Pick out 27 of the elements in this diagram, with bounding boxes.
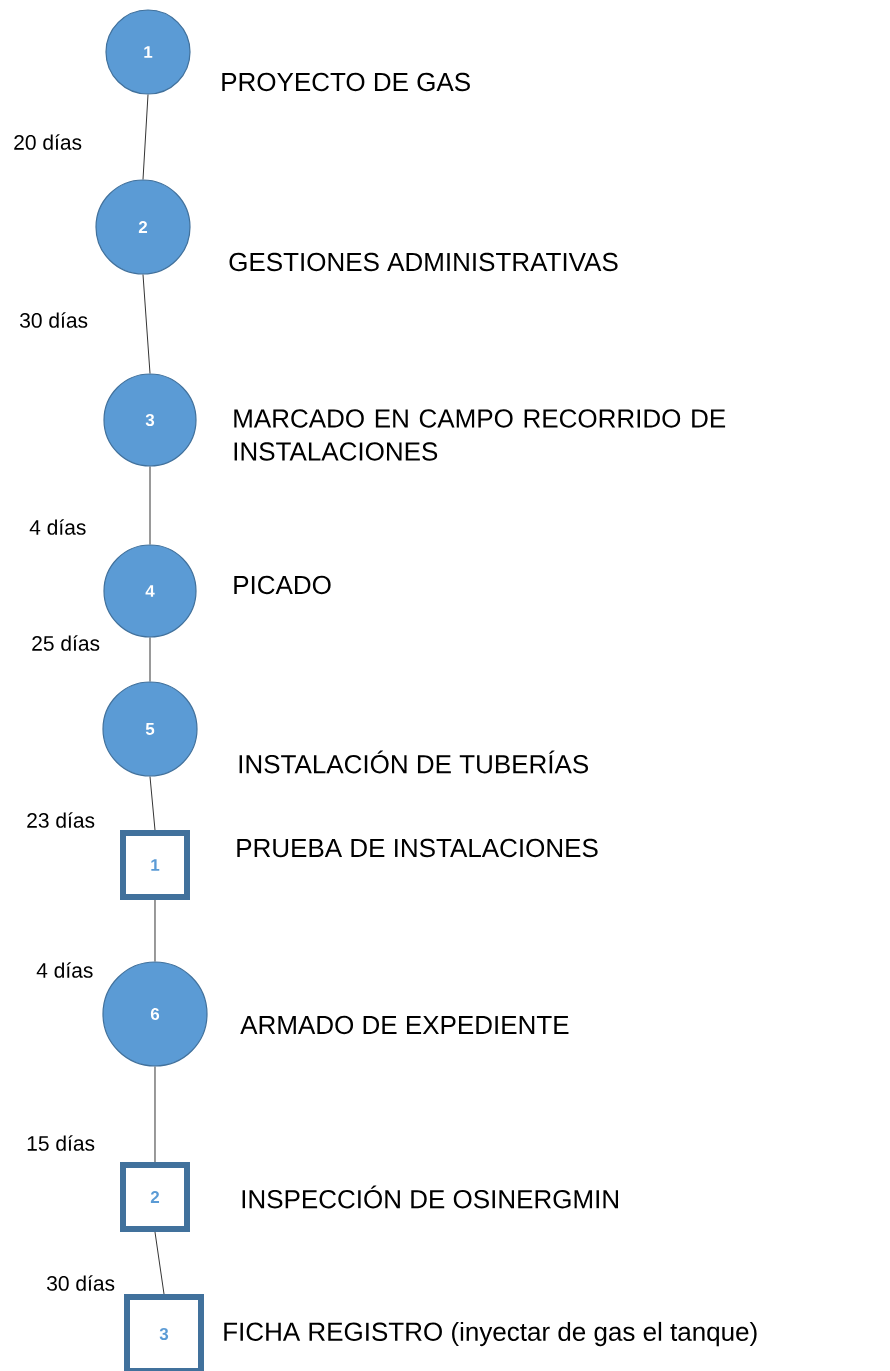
connector-line — [149, 466, 151, 545]
step-label: PICADO — [234, 575, 331, 595]
step-label: MARCADO EN CAMPO RECORRIDO DE INSTALACIONES — [234, 409, 726, 461]
step-label: INSPECCIÓN DE OSINERGMIN — [242, 1185, 618, 1209]
step-label: PROYECTO DE GAS — [222, 72, 470, 92]
duration-label: 30 días — [20, 312, 88, 328]
duration-label: 23 días — [27, 812, 95, 828]
numbered-square: 2 — [120, 1162, 190, 1232]
step-label: FICHA REGISTRO (inyectar de gas el tanque) — [224, 1321, 757, 1347]
duration-label: 30 días — [47, 1275, 115, 1291]
duration-label: 15 días — [27, 1135, 95, 1151]
connector-line — [149, 637, 151, 682]
connector-line — [149, 776, 156, 831]
connector-line — [154, 899, 156, 962]
step-label: PRUEBA DE INSTALACIONES — [237, 838, 598, 858]
connector-line — [154, 1231, 165, 1295]
duration-label: 20 días — [14, 134, 82, 150]
connector-line — [142, 274, 151, 374]
step-label: ARMADO DE EXPEDIENTE — [240, 1015, 569, 1035]
duration-label: 4 días — [29, 519, 86, 535]
step-label: INSTALACIÓN DE TUBERÍAS — [239, 750, 588, 774]
connector-line — [142, 94, 149, 180]
step-label: GESTIONES ADMINISTRATIVAS — [229, 252, 618, 272]
duration-label: 25 días — [32, 635, 100, 651]
connector-line — [154, 1066, 156, 1163]
numbered-square: 1 — [120, 830, 190, 900]
duration-label: 4 días — [36, 962, 93, 978]
